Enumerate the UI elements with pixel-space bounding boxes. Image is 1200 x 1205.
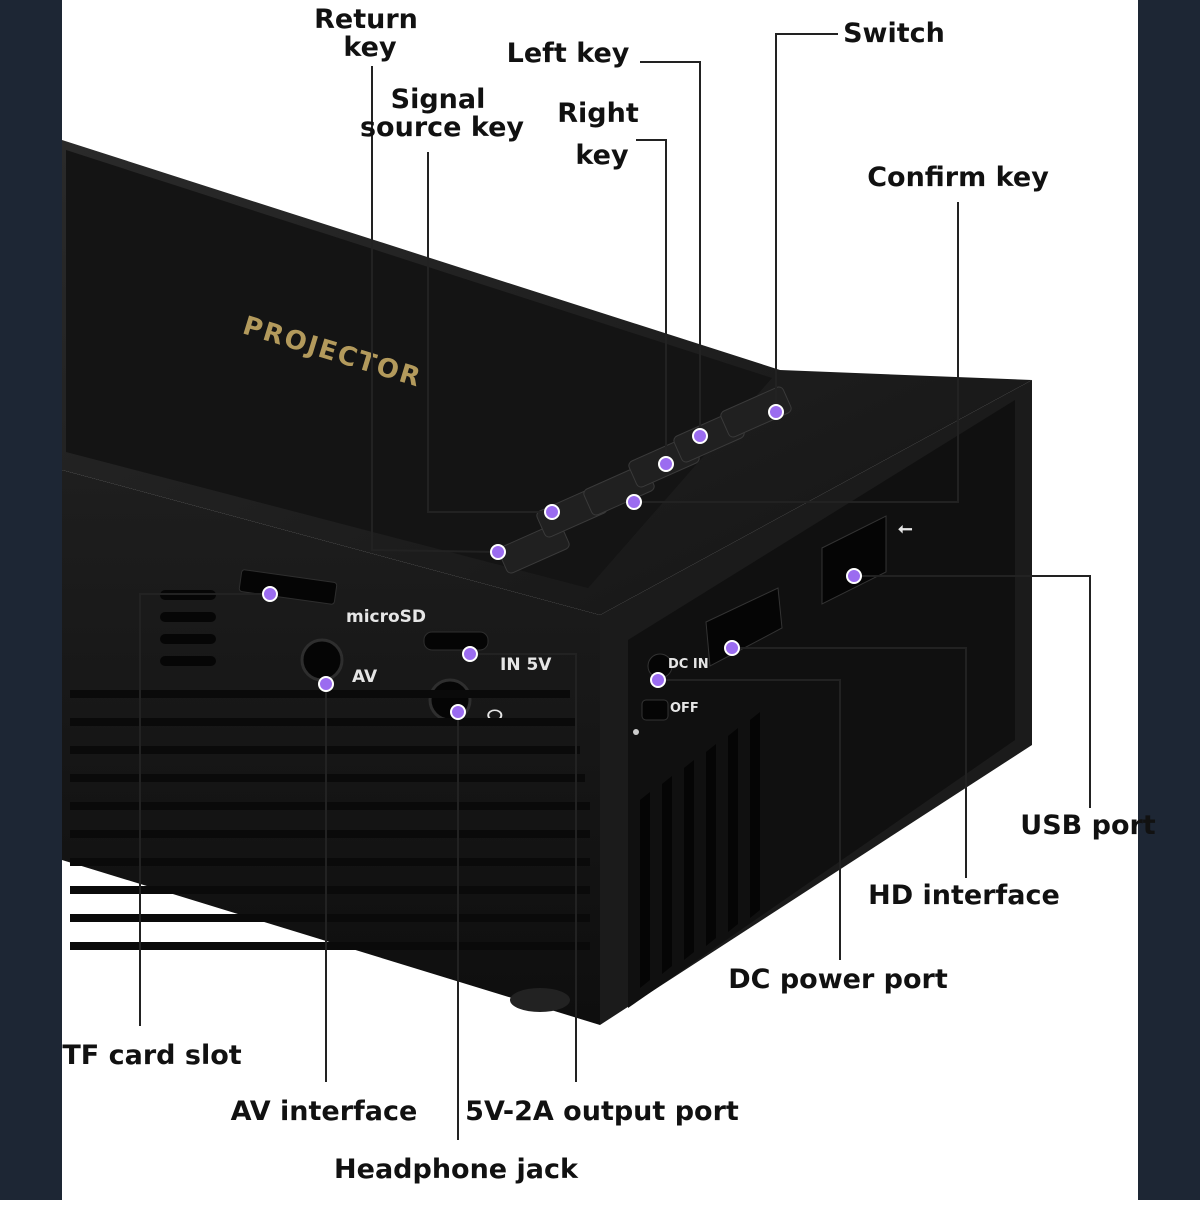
dot-switch	[768, 404, 784, 420]
leader-return-key	[371, 66, 499, 553]
indicator-led	[633, 729, 639, 735]
in5v-print: IN 5V	[500, 655, 552, 675]
foot	[510, 988, 570, 1012]
leader-dc-power-port	[658, 679, 841, 960]
power-slide-switch[interactable]	[641, 699, 669, 721]
off-print: OFF	[670, 701, 699, 716]
grille-slot	[70, 802, 590, 810]
dot-av-interface	[318, 676, 334, 692]
vent-slot	[160, 612, 216, 622]
usb-a-port[interactable]	[821, 515, 887, 605]
label-usb-port: USB port	[1020, 810, 1156, 841]
tf-card-slot[interactable]	[238, 569, 338, 605]
side-vents	[640, 712, 760, 988]
dot-headphone-jack	[450, 704, 466, 720]
grille-slot	[70, 690, 570, 698]
leader-switch	[775, 33, 838, 412]
dot-dc-power-port	[650, 672, 666, 688]
grille-slot	[70, 718, 575, 726]
label-signal-source-line1: Signal	[391, 84, 486, 115]
label-tf-card-slot: TF card slot	[62, 1040, 241, 1071]
side-vent-slot	[706, 744, 716, 946]
label-return-key-line1: Return	[314, 4, 418, 35]
label-dc-power-port: DC power port	[728, 964, 948, 995]
label-av-interface: AV interface	[231, 1096, 418, 1127]
side-vent-slot	[684, 760, 694, 960]
projector-body	[62, 140, 1032, 1025]
leader-confirm-key	[634, 202, 959, 503]
frame-right	[1138, 0, 1200, 1200]
leader-signal-source-key	[427, 152, 552, 513]
frame-left	[0, 0, 62, 1200]
microsd-print: microSD	[346, 607, 426, 627]
leader-output-port	[470, 653, 577, 1082]
side-vent-slot	[640, 792, 650, 988]
grille-slot	[70, 886, 590, 894]
dot-hd-interface	[724, 640, 740, 656]
label-right-key-line2: key	[575, 140, 629, 171]
label-confirm-key: Confirm key	[867, 162, 1049, 193]
dot-usb-port	[846, 568, 862, 584]
dcin-print: DC IN	[668, 657, 709, 672]
label-hd-interface: HD interface	[868, 880, 1060, 911]
right-panel	[628, 400, 1015, 1008]
dot-left-key	[692, 428, 708, 444]
side-vent-slot	[728, 728, 738, 932]
usb-c-port[interactable]	[423, 631, 489, 651]
leader-right-key	[636, 139, 667, 464]
label-switch: Switch	[843, 18, 945, 49]
dot-output-port	[462, 646, 478, 662]
vent-slot	[160, 656, 216, 666]
grille-slot	[70, 774, 585, 782]
side-vent-slot	[750, 712, 760, 918]
leader-lines	[139, 33, 1091, 1140]
usb-symbol-icon: ⭠	[898, 518, 913, 539]
callout-labels: Return key Left key Switch Signal source…	[62, 4, 1155, 1185]
label-right-key-line1: Right	[557, 98, 639, 129]
side-vent-slot	[662, 776, 672, 974]
av-jack[interactable]	[300, 638, 344, 682]
dot-tf-card-slot	[262, 586, 278, 602]
dot-right-key	[658, 456, 674, 472]
top-panel	[66, 150, 772, 588]
leader-tf-card-slot	[139, 593, 270, 1026]
power-button[interactable]	[719, 385, 793, 438]
grille-slot	[70, 830, 590, 838]
vent-slot	[160, 634, 216, 644]
leader-left-key	[640, 61, 701, 436]
label-left-key: Left key	[507, 38, 630, 69]
leader-hd-interface	[732, 647, 967, 878]
grille-slot	[70, 914, 590, 922]
dot-signal-source-key	[544, 504, 560, 520]
dot-return-key	[490, 544, 506, 560]
av-print: AV	[352, 667, 378, 687]
label-return-key-line2: key	[343, 32, 397, 63]
label-output-port: 5V-2A output port	[465, 1096, 739, 1127]
callout-dots	[262, 404, 862, 720]
dot-confirm-key	[626, 494, 642, 510]
leader-usb-port	[854, 575, 1091, 808]
label-signal-source-line2: source key	[360, 112, 524, 143]
grille-slot	[70, 858, 590, 866]
label-headphone-jack: Headphone jack	[334, 1154, 579, 1185]
grille-slot	[70, 942, 590, 950]
